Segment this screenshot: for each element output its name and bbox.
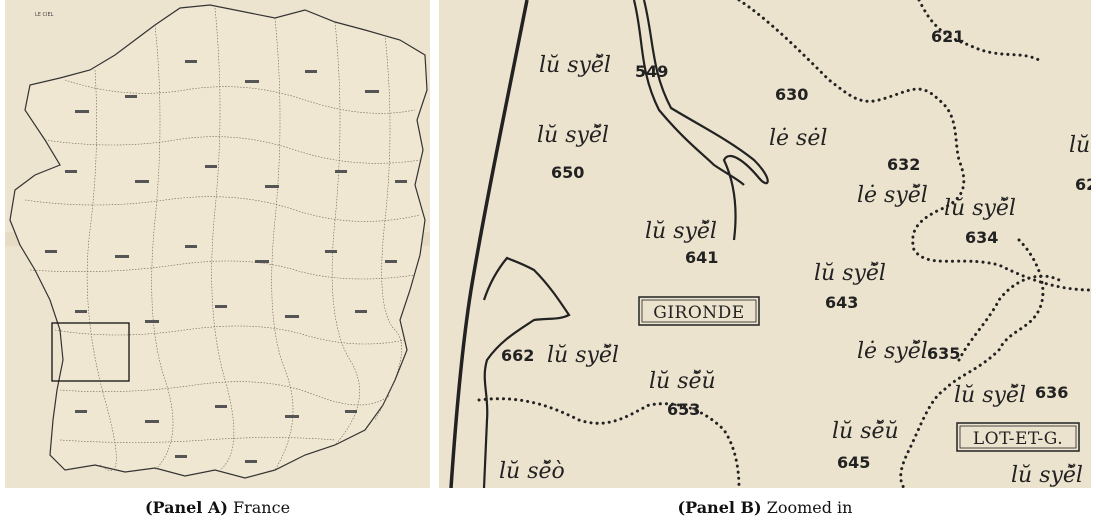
num-630: 630 (775, 85, 808, 104)
label-650: lŭ syẽ̌l (537, 123, 609, 148)
zoomed-map-svg: lŭ syẽ̌l lŭ syẽ̌l lė sėl lė syẽ̌l lŭ syẽ… (439, 0, 1091, 488)
panel-b-zoomed-map: lŭ syẽ̌l lŭ syẽ̌l lė sėl lė syẽ̌l lŭ syẽ… (439, 0, 1091, 488)
num-636: 636 (1035, 383, 1068, 402)
france-outline (9, 4, 428, 479)
dept-lot-et-g: LOT-ET-G. (973, 429, 1063, 449)
label-662: lŭ syẽ̌l (547, 343, 619, 368)
label-lot: lŭ syẽ̌l (1011, 463, 1083, 488)
label-645: lŭ sẽ̌ŭ (832, 419, 899, 444)
label-549: lŭ syẽ̌l (539, 53, 611, 78)
panel-a-caption-label: (Panel A) (144, 498, 228, 517)
num-643: 643 (825, 293, 858, 312)
panel-b-caption-label: (Panel B) (677, 498, 762, 517)
num-62: 62 (1075, 175, 1091, 194)
estuary (632, 0, 769, 241)
num-645: 645 (837, 453, 870, 472)
num-650: 650 (551, 163, 584, 182)
place-labels: lŭ syẽ̌l lŭ syẽ̌l lė sėl lė syẽ̌l lŭ syẽ… (499, 53, 1090, 488)
dept-gironde: GIRONDE (653, 303, 744, 323)
num-653: 653 (667, 400, 700, 419)
num-632: 632 (887, 155, 920, 174)
label-653: lŭ sẽ̌ŭ (649, 369, 716, 394)
department-labels: GIRONDE LOT-ET-G. (638, 296, 1080, 452)
num-635: 635 (927, 344, 960, 363)
num-621: 621 (931, 27, 964, 46)
num-662: 662 (501, 346, 534, 365)
label-636: lŭ syẽ̌l (954, 383, 1026, 408)
commune-numbers: 549 650 630 632 634 641 643 662 653 635 … (501, 27, 1091, 472)
label-663: lŭ sẽ̌ò (499, 459, 565, 484)
panel-a-caption-text: France (233, 498, 291, 517)
panel-b-caption: (Panel B) Zoomed in (439, 498, 1091, 517)
num-641: 641 (685, 248, 718, 267)
label-edge: lŭ (1069, 133, 1090, 158)
gironde-box (638, 296, 760, 326)
map-tiny-labels (45, 60, 407, 463)
department-borders (24, 7, 421, 471)
panel-b-caption-text: Zoomed in (766, 498, 853, 517)
france-map-svg: LE CIEL (5, 0, 430, 488)
bay-outline (482, 256, 571, 488)
label-635: lė syẽ̌l (857, 339, 928, 364)
lot-et-g-box (956, 422, 1080, 452)
coastline (449, 0, 529, 488)
department-borders (477, 0, 1091, 488)
label-634: lŭ syẽ̌l (944, 196, 1016, 221)
zoom-region-box[interactable] (51, 322, 130, 382)
label-630: lė sėl (769, 126, 827, 151)
label-641: lŭ syẽ̌l (645, 219, 717, 244)
france-map-title: LE CIEL (35, 12, 54, 18)
label-643: lŭ syẽ̌l (814, 261, 886, 286)
num-634: 634 (965, 228, 998, 247)
panel-a-france-map: LE CIEL (5, 0, 430, 488)
panel-a-caption: (Panel A) France (5, 498, 430, 517)
num-549: 549 (635, 62, 668, 81)
label-632: lė syẽ̌l (857, 183, 928, 208)
